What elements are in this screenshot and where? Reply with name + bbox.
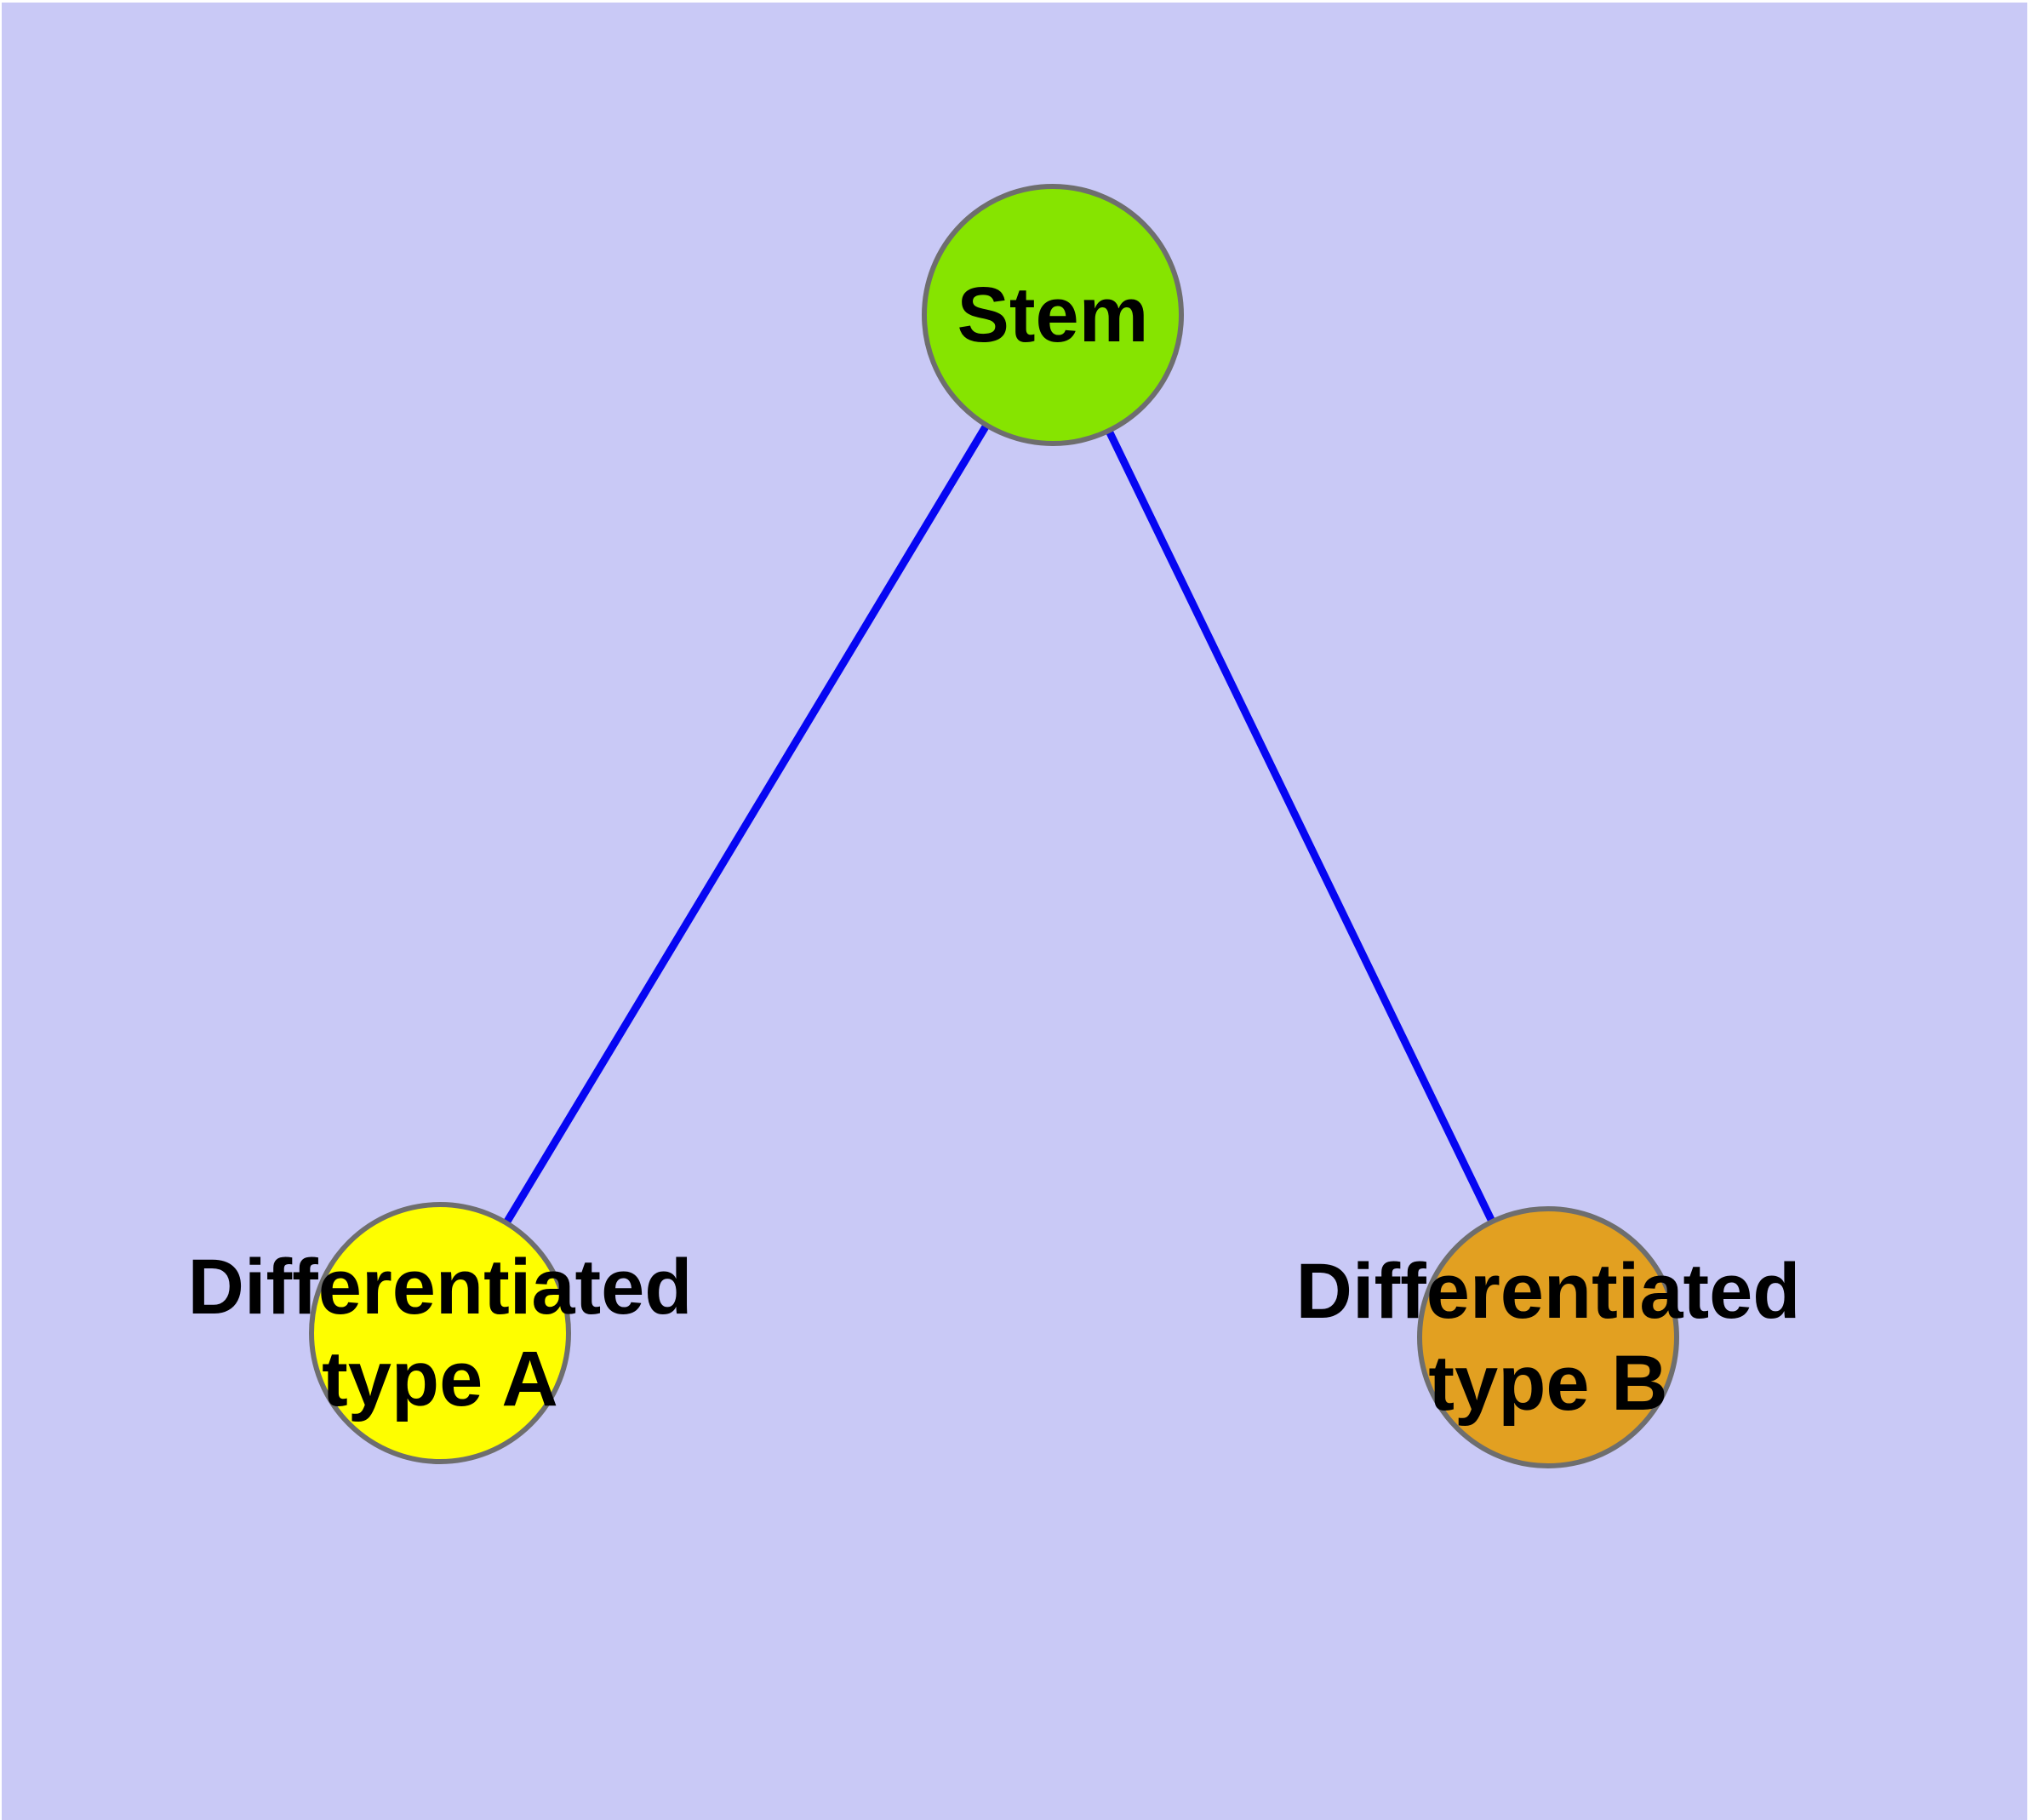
node-label-line: Differentiated [187,1244,693,1331]
node-label-differentiated-type-a: Differentiated type A [188,1241,693,1425]
node-stem [922,184,1184,446]
node-label-differentiated-type-b: Differentiated type B [1296,1245,1801,1429]
node-label-line: type B [1428,1340,1668,1427]
node-differentiated-type-b [1417,1206,1679,1468]
edge-stem-to-differentiated-type-b [1049,313,1552,1339]
node-differentiated-type-a [309,1202,571,1464]
node-label-stem: Stem [957,269,1149,361]
node-label-line: type A [322,1336,558,1422]
edge-stem-to-differentiated-type-a [437,312,1056,1336]
node-label-line: Differentiated [1295,1248,1801,1335]
node-label-line: Stem [957,272,1149,358]
